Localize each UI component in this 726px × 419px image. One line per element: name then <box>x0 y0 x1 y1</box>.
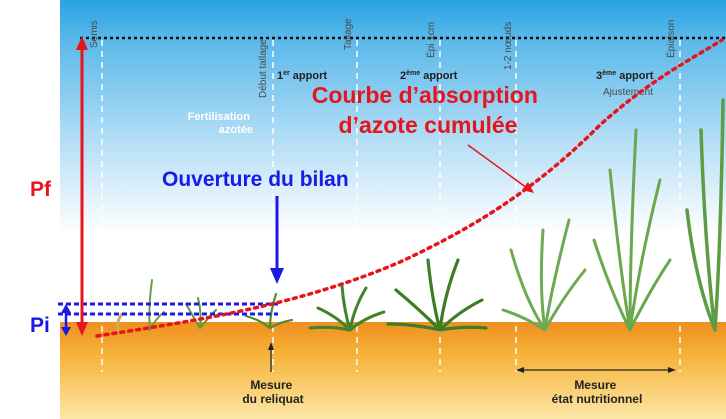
ouverture-label: Ouverture du bilan <box>162 168 349 191</box>
mesure-etat-line2: état nutritionnel <box>552 392 643 406</box>
fertilisation-line2: azotée <box>219 124 253 136</box>
reliquat-arrow-head <box>268 342 274 350</box>
sky-background <box>60 0 726 325</box>
pf-arrow-head-top <box>76 36 88 50</box>
pi-dotted-lines <box>58 302 278 316</box>
pi-arrow-head-bottom <box>61 327 71 336</box>
curve-pointer-head <box>522 182 534 193</box>
pi-label: Pi <box>30 314 50 337</box>
pf-label: Pf <box>30 178 52 201</box>
apport-1-label: 1er apport <box>277 70 327 82</box>
pf-arrow-head-bottom <box>76 322 88 336</box>
plant-seedling-1 <box>116 312 124 332</box>
stage-label-epiaison: Épiaison <box>664 20 677 58</box>
etat-range-head-right <box>668 367 676 373</box>
stage-label-debut-tallage: Début tallage <box>258 39 269 98</box>
stage-label-semis: Semis <box>89 20 100 48</box>
etat-range-head-left <box>516 367 524 373</box>
pi-arrow-head-top <box>61 304 71 313</box>
absorption-curve <box>95 38 724 338</box>
curve-label-line2: d’azote cumulée <box>339 112 518 138</box>
plant-small-2 <box>244 292 294 330</box>
mesure-etat-label: Mesure état nutritionnel <box>552 378 643 406</box>
apport-2-label: 2ème apport <box>400 70 458 82</box>
plant-epiaison <box>685 98 725 332</box>
stage-label-tallage: Tallage <box>343 18 354 50</box>
mesure-reliquat-line1: Mesure <box>250 378 292 392</box>
fertilisation-label: Fertilisation azotée <box>188 111 253 136</box>
plant-tallage <box>308 284 386 332</box>
stage-label-epi: Épi 1cm <box>424 22 437 58</box>
ouverture-arrow-head <box>270 268 284 284</box>
curve-pointer-line <box>467 144 528 189</box>
stage-lines <box>101 40 681 372</box>
mesure-etat-line1: Mesure <box>574 378 616 392</box>
plant-noeuds <box>501 218 587 332</box>
fertilisation-line1: Fertilisation <box>188 111 251 123</box>
apport-3-label: 3ème apport <box>596 70 654 82</box>
ajustement-label: Ajustement <box>603 87 653 98</box>
wheat-plants <box>116 98 725 332</box>
plant-epi <box>386 258 488 332</box>
curve-label: Courbe d’absorption d’azote cumulée <box>312 82 545 138</box>
plant-montaison <box>592 128 672 332</box>
stage-label-noeuds: 1-2 nœuds <box>503 22 514 70</box>
mesure-reliquat-line2: du reliquat <box>242 392 303 406</box>
mesure-reliquat-label: Mesure du reliquat <box>242 378 303 406</box>
curve-label-line1: Courbe d’absorption <box>312 82 538 108</box>
